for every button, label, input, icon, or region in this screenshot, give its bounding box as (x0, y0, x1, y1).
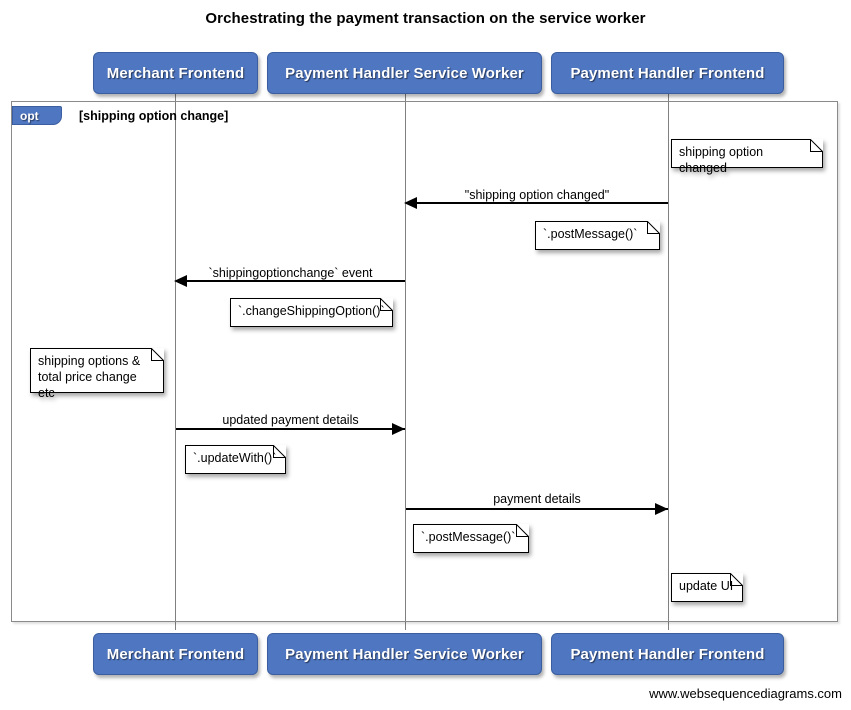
note-fold-corner-icon (151, 348, 164, 361)
participant-bottom-payment-handler-service-worker[interactable]: Payment Handler Service Worker (267, 633, 542, 675)
message-arrowhead-updated-payment-details (392, 423, 405, 435)
message-line-shipping-option-changed (406, 202, 668, 204)
message-line-updated-payment-details (176, 428, 405, 430)
page-title: Orchestrating the payment transaction on… (205, 10, 646, 27)
note-text: `.updateWith()` (193, 451, 277, 465)
note-text: update UI (679, 579, 734, 593)
note-shipping-options-total-price: shipping options & total price change et… (30, 348, 164, 400)
note-body (185, 445, 286, 474)
fragment-opt-guard: [shipping option change] (79, 109, 229, 123)
note-fold-corner-icon (730, 573, 743, 586)
fragment-opt-tag-label: opt (20, 108, 39, 123)
message-arrowhead-shippingoptionchange-event (174, 275, 187, 287)
lifeline-payment-handler-service-worker (405, 92, 406, 630)
participant-label: Payment Handler Service Worker (285, 645, 524, 663)
note-fold-corner-icon (380, 298, 393, 311)
participant-top-payment-handler-frontend[interactable]: Payment Handler Frontend (551, 52, 784, 94)
note-fold-corner-icon (810, 139, 823, 152)
note-body (535, 221, 660, 250)
note-body (413, 524, 529, 553)
note-fold-corner-icon (273, 445, 286, 458)
note-update-ui: update UI (671, 573, 743, 602)
message-arrowhead-shipping-option-changed (404, 197, 417, 209)
note-fold-corner-icon (516, 524, 529, 537)
message-label-shippingoptionchange-event: `shippingoptionchange` event (208, 266, 373, 280)
note-fold-corner-icon (647, 221, 660, 234)
message-label-shipping-option-changed: "shipping option changed" (464, 188, 610, 202)
participant-top-merchant-frontend[interactable]: Merchant Frontend (93, 52, 258, 94)
note-text: `.postMessage()` (421, 530, 516, 544)
participant-top-payment-handler-service-worker[interactable]: Payment Handler Service Worker (267, 52, 542, 94)
fragment-opt-tag: opt (12, 106, 62, 125)
footer-url: www.websequencediagrams.com (649, 686, 842, 701)
fragment-opt (11, 101, 838, 622)
note-postmessage-2: `.postMessage()` (413, 524, 529, 553)
note-body (30, 348, 164, 393)
message-label-payment-details: payment details (493, 492, 581, 506)
message-line-payment-details (406, 508, 668, 510)
participant-label: Merchant Frontend (106, 64, 245, 82)
message-line-shippingoptionchange-event (176, 280, 405, 282)
note-changeshippingoption: `.changeShippingOption()` (230, 298, 393, 327)
participant-label: Merchant Frontend (106, 645, 245, 663)
note-text: shipping options & total price change et… (38, 354, 141, 400)
note-updatewith: `.updateWith()` (185, 445, 286, 474)
note-text: `.changeShippingOption()` (238, 304, 385, 318)
lifeline-payment-handler-frontend (668, 92, 669, 630)
participant-label: Payment Handler Service Worker (285, 64, 524, 82)
message-arrowhead-payment-details (655, 503, 668, 515)
note-postmessage-1: `.postMessage()` (535, 221, 660, 250)
lifeline-merchant-frontend (175, 92, 176, 630)
note-text: `.postMessage()` (543, 227, 638, 241)
note-text: shipping option changed (679, 145, 764, 175)
participant-label: Payment Handler Frontend (570, 64, 765, 82)
note-body (671, 139, 823, 168)
participant-bottom-merchant-frontend[interactable]: Merchant Frontend (93, 633, 258, 675)
note-body (230, 298, 393, 327)
note-shipping-option-changed: shipping option changed (671, 139, 823, 175)
message-label-updated-payment-details: updated payment details (222, 413, 359, 427)
participant-bottom-payment-handler-frontend[interactable]: Payment Handler Frontend (551, 633, 784, 675)
participant-label: Payment Handler Frontend (570, 645, 765, 663)
